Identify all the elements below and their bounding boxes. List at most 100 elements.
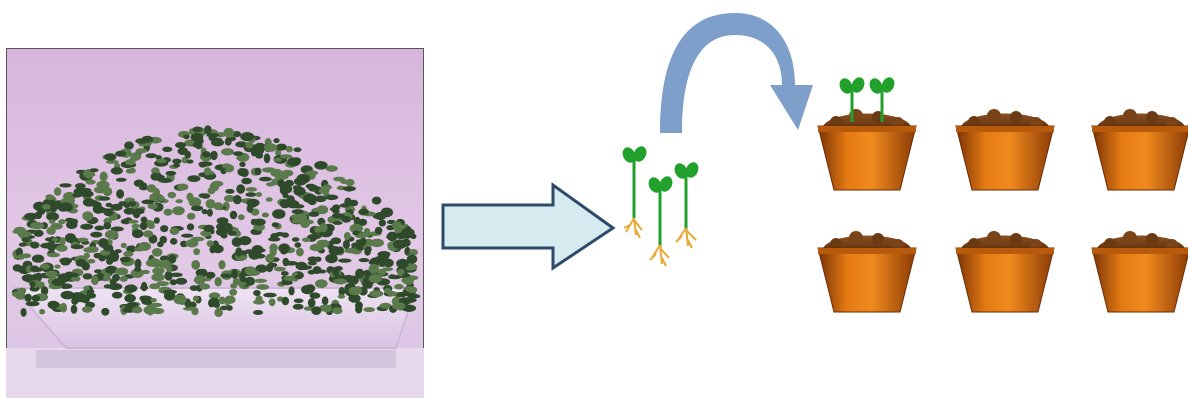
leaf-cluster [85, 179, 95, 184]
leaf-cluster [292, 218, 303, 223]
leaf-cluster [359, 258, 370, 262]
leaf-cluster [225, 189, 234, 194]
leaf-cluster [292, 209, 304, 214]
leaf-cluster [82, 211, 93, 220]
leaf-cluster [245, 192, 256, 197]
leaf-cluster [100, 172, 108, 182]
leaf-cluster [115, 151, 126, 157]
leaf-cluster [140, 222, 148, 230]
leaf-cluster [384, 288, 391, 294]
leaf-cluster [311, 306, 321, 315]
leaf-cluster [262, 213, 269, 218]
leaf-cluster [149, 283, 160, 289]
leaf-cluster [280, 248, 288, 255]
leaf-cluster [128, 220, 138, 224]
leaf-cluster [280, 154, 293, 158]
leaf-cluster [76, 259, 87, 267]
leaf-cluster [39, 309, 45, 315]
leaf-cluster [298, 265, 311, 270]
seedling-2 [646, 174, 675, 266]
leaf-cluster [308, 212, 319, 217]
flower-pot [1092, 109, 1188, 190]
leaf-cluster [12, 291, 25, 297]
leaf-cluster [316, 240, 328, 248]
leaf-cluster [146, 153, 157, 158]
leaf-cluster [173, 163, 180, 167]
leaf-cluster [19, 243, 27, 247]
leaf-cluster [54, 187, 61, 196]
leaf-cluster [284, 276, 297, 281]
leaf-cluster [210, 151, 217, 160]
leaf-cluster [333, 221, 343, 225]
leaf-cluster [193, 296, 199, 302]
curved-arrow-icon [650, 5, 830, 135]
leaf-cluster [191, 206, 203, 212]
leaf-cluster [277, 144, 286, 148]
leaf-cluster [293, 187, 305, 196]
leaf-cluster [192, 127, 202, 133]
leaf-cluster [29, 281, 35, 287]
leaf-cluster [97, 273, 104, 278]
leaf-cluster [273, 158, 282, 162]
leaf-cluster [124, 208, 135, 215]
leaf-cluster [175, 142, 186, 148]
leaf-cluster [314, 161, 327, 170]
leaf-cluster [338, 259, 351, 263]
leaf-cluster [378, 254, 389, 260]
leaf-cluster [83, 286, 89, 291]
leaf-cluster [310, 292, 321, 298]
right-arrow-icon [440, 182, 620, 272]
flower-pot [818, 231, 916, 312]
leaf-cluster [61, 291, 75, 300]
leaf-cluster [170, 228, 180, 235]
leaf-cluster [201, 193, 210, 199]
leaf-cluster [230, 283, 237, 288]
leaf-cluster [253, 290, 261, 296]
leaf-cluster [187, 213, 196, 220]
leaf-cluster [240, 132, 254, 141]
leaf-cluster [185, 239, 198, 247]
leaf-cluster [239, 272, 246, 280]
leaf-cluster [228, 231, 237, 236]
leaf-cluster [333, 279, 347, 285]
leaf-cluster [264, 143, 277, 152]
leaf-cluster [274, 267, 286, 272]
leaf-cluster [123, 251, 133, 257]
leaf-cluster [125, 284, 138, 292]
leaf-cluster [281, 271, 289, 276]
leaf-cluster [141, 270, 150, 274]
leaf-cluster [125, 159, 135, 165]
leaf-cluster [215, 277, 222, 287]
leaf-cluster [194, 275, 205, 285]
leaf-cluster [229, 289, 237, 296]
leaf-cluster [293, 304, 304, 310]
leaf-cluster [392, 302, 405, 310]
leaf-cluster [140, 182, 147, 190]
leaf-cluster [295, 242, 302, 248]
leaf-cluster [256, 284, 269, 290]
leaf-cluster [59, 183, 71, 187]
leaf-cluster [359, 209, 369, 215]
leaf-cluster [222, 163, 231, 169]
leaf-cluster [272, 209, 285, 219]
leaf-cluster [262, 167, 276, 172]
leaf-cluster [60, 237, 66, 245]
leaf-cluster [322, 305, 332, 313]
leaf-cluster [49, 219, 56, 224]
leaf-cluster [78, 238, 89, 243]
leaf-cluster [40, 243, 54, 249]
leaf-cluster [370, 239, 384, 247]
leaf-cluster [404, 298, 417, 303]
leaf-cluster [185, 151, 192, 159]
leaf-cluster [172, 159, 181, 164]
leaf-cluster [340, 203, 350, 207]
leaf-cluster [128, 201, 136, 206]
leaf-cluster [108, 283, 122, 290]
leaf-cluster [292, 157, 301, 164]
leaf-cluster [135, 259, 142, 269]
leaf-cluster [141, 200, 154, 205]
leaf-cluster [99, 196, 111, 200]
leaf-cluster [285, 180, 294, 187]
leaf-cluster [204, 167, 211, 175]
leaf-cluster [162, 147, 172, 152]
